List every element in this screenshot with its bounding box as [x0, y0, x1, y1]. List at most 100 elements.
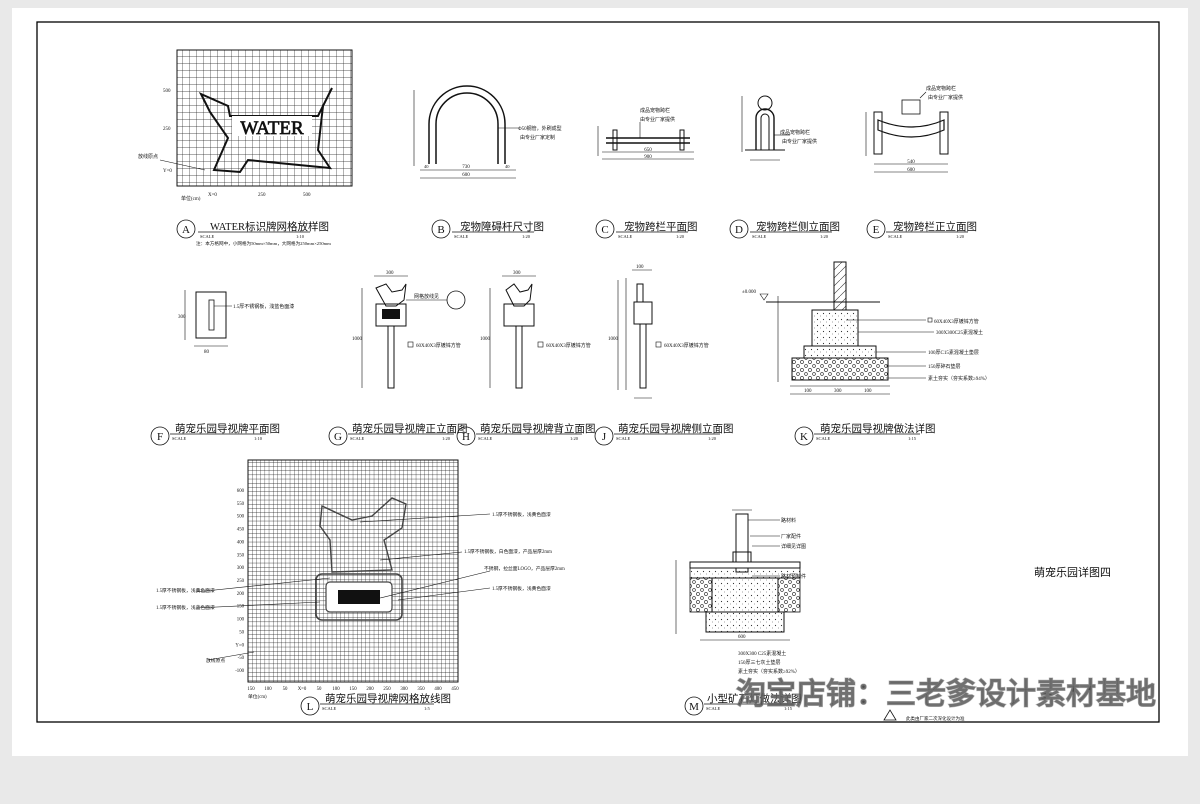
d-note1: 成品宠物跨栏: [780, 129, 810, 136]
c-dim-650: 650: [644, 148, 652, 153]
h-scale-word: SCALE: [478, 436, 493, 441]
d-scale-word: SCALE: [752, 234, 767, 239]
m-note-0: 路材料: [781, 517, 796, 524]
f-title: 萌宠乐园导视牌平面图: [175, 422, 280, 435]
b-dim-40b: 40: [505, 164, 510, 169]
a-callout: 放线原点: [138, 153, 158, 160]
panel-b: 730 600 40 40 Φ50钢管，外刷成型 由专业厂家定制 B 宠物障碍杆…: [413, 85, 562, 239]
m-note-1: 厂家配件: [781, 533, 801, 540]
l-tick-y-7: 250: [237, 579, 245, 584]
l-tick-y-8: 200: [237, 592, 245, 597]
a-scale-word: SCALE: [200, 234, 215, 239]
b-scale-word: SCALE: [454, 234, 469, 239]
a-tick-y-0: Y=0: [163, 169, 172, 174]
a-title: WATER标识牌网格放样图: [210, 220, 329, 233]
l-callout: 放线原点: [206, 657, 225, 664]
m-note-2: 详细见详图: [781, 543, 806, 550]
m-dim-600: 600: [738, 635, 746, 640]
j-note1: 60X40X3厚镀锌方管: [664, 342, 709, 349]
f-note1: 1.5厚不锈钢板，浅蓝色面漆: [233, 303, 294, 310]
l-tick-y-1: 550: [237, 502, 245, 507]
l-tick-x-7: 200: [366, 687, 374, 692]
panel-c: 650 900 成品宠物跨栏 由专业厂家提供 C 宠物跨栏平面图 SCALE 1…: [595, 107, 698, 239]
panel-f: 300 80 1.5厚不锈钢板，浅蓝色面漆 F 萌宠乐园导视牌平面图 SCALE…: [150, 290, 294, 446]
l-letter: L: [307, 701, 314, 713]
m-footnote: 此类由厂家二次深化设计为准: [906, 715, 965, 722]
panel-m: 600 路材料 厂家配件 详细见详图 路材预制件 300X300 C25素混凝土…: [675, 509, 965, 722]
m-note-3: 路材预制件: [781, 573, 806, 580]
a-note: 注：本方格网中，小网格为50mm×50mm，大网格为250mm×250mm: [196, 240, 331, 247]
g-letter: G: [334, 431, 342, 443]
a-tick-y-250: 250: [163, 127, 171, 132]
k-dim-100a: 100: [804, 389, 812, 394]
b-dim-40a: 40: [424, 164, 429, 169]
l-tick-y-5: 350: [237, 553, 245, 558]
l-tick-x-5: 100: [332, 687, 340, 692]
l-unit: 单位(cm): [248, 693, 267, 700]
g-dim-1000: 1000: [352, 337, 363, 342]
m-note-5: 150厚三七灰土垫层: [738, 659, 781, 666]
c-letter: C: [601, 224, 608, 236]
m-scale: 1:15: [784, 706, 793, 711]
l-tick-y-12: Y=0: [235, 643, 244, 648]
l-tick-x-3: X=0: [298, 687, 307, 692]
c-title: 宠物跨栏平面图: [624, 220, 698, 233]
h-letter: H: [462, 431, 470, 443]
j-scale: 1:20: [708, 436, 717, 441]
k-note-4: 素土夯实（夯实系数≥94%）: [928, 375, 990, 382]
f-scale-word: SCALE: [172, 436, 187, 441]
a-letter: A: [182, 224, 190, 236]
j-letter: J: [602, 431, 607, 443]
panel-l: 1.5厚不锈钢板，浅黄色面漆 1.5厚不锈钢板，白色面漆，产品层厚2mm 不锈钢…: [156, 459, 565, 716]
c-note2: 由专业厂家提供: [640, 116, 675, 123]
c-note1: 成品宠物跨栏: [640, 107, 670, 114]
panel-d: 成品宠物跨栏 由专业厂家提供 D 宠物跨栏侧立面图 SCALE 1:20: [729, 95, 840, 239]
watermark: 淘宝店铺：三老爹设计素材基地: [736, 677, 1156, 712]
m-scale-word: SCALE: [706, 706, 721, 711]
h-note1: 60X40X3厚镀锌方管: [546, 342, 591, 349]
k-dim-100b: 100: [864, 389, 872, 394]
g-note2: 60X40X3厚镀锌方管: [416, 342, 461, 349]
e-title: 宠物跨栏正立面图: [893, 220, 977, 233]
l-note-1: 1.5厚不锈钢板，白色面漆，产品层厚2mm: [464, 548, 552, 555]
l-tick-y-2: 500: [237, 515, 245, 520]
k-note-3: 150厚碎石垫层: [928, 363, 961, 370]
a-unit: 单位(cm): [181, 195, 201, 202]
l-tick-x-8: 250: [383, 687, 391, 692]
g-title: 萌宠乐园导视牌正立面图: [352, 422, 468, 435]
j-dim-1000: 1000: [608, 337, 619, 342]
m-letter: M: [689, 701, 699, 713]
e-scale-word: SCALE: [888, 234, 903, 239]
b-letter: B: [437, 224, 444, 236]
e-letter: E: [873, 224, 880, 236]
g-scale: 1:20: [442, 436, 451, 441]
panel-e: 540 600 成品宠物跨栏 由专业厂家提供 E 宠物跨栏正立面图 SCALE …: [865, 85, 977, 239]
panel-j: 100 1000 60X40X3厚镀锌方管 J 萌宠乐园导视牌侧立面图 SCAL…: [594, 265, 734, 446]
b-note2: 由专业厂家定制: [520, 134, 555, 141]
panel-k: 100 300 100 ±0.000 60X40X3厚镀锌方管 300X300C…: [742, 261, 990, 446]
l-note-5: 1.5厚不锈钢板，浅蓝色面漆: [156, 604, 215, 611]
b-title: 宠物障碍杆尺寸图: [460, 220, 544, 233]
e-dim-540: 540: [907, 160, 915, 165]
e-dim-600: 600: [907, 168, 915, 173]
a-scale: 1:10: [296, 234, 305, 239]
f-letter: F: [157, 431, 163, 443]
l-tick-y-6: 300: [237, 566, 245, 571]
k-scale: 1:15: [908, 436, 917, 441]
l-tick-y-0: 600: [237, 489, 245, 494]
panel-h: 300 1000 60X40X3厚镀锌方管 H 萌宠乐园导视牌背立面图 SCAL…: [456, 271, 596, 446]
j-dim-100: 100: [636, 265, 644, 270]
b-dim-600: 600: [462, 173, 470, 178]
l-note-0: 1.5厚不锈钢板，浅黄色面漆: [492, 511, 551, 518]
k-title: 萌宠乐园导视牌做法详图: [820, 422, 936, 435]
l-tick-x-10: 350: [417, 687, 425, 692]
j-title: 萌宠乐园导视牌侧立面图: [618, 422, 734, 435]
panel-g: 300 1000 网格放线见 60X40X3厚镀锌方管 G 萌宠乐园导视牌正立面…: [328, 271, 468, 446]
l-tick-y-14: -100: [235, 669, 244, 674]
l-tick-x-11: 400: [434, 687, 442, 692]
l-note-2: 不锈钢，拉丝面LOGO，产品层厚2mm: [484, 565, 565, 572]
k-note-0: 60X40X3厚镀锌方管: [934, 318, 979, 325]
